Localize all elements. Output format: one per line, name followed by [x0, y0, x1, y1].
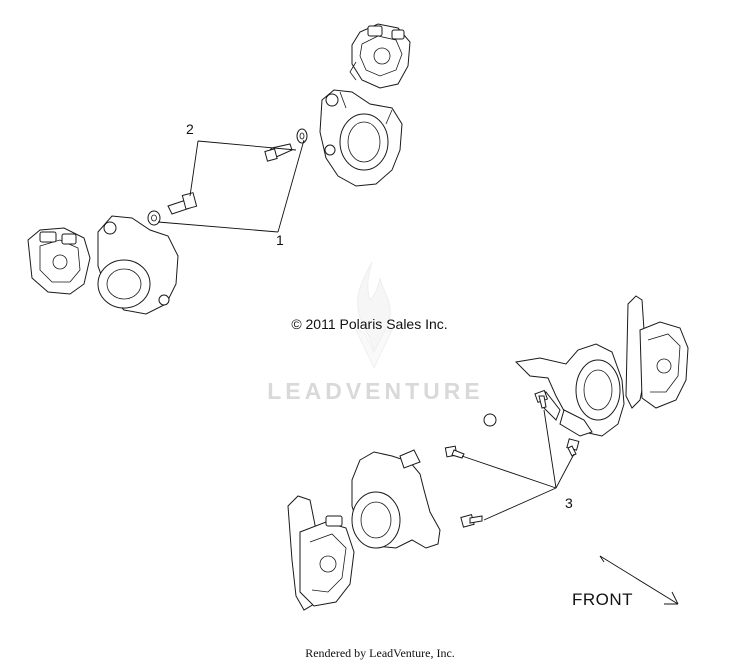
lower-bolt [167, 192, 198, 215]
left-front-knuckle [351, 449, 441, 549]
callout-2-leader [189, 140, 297, 197]
lower-washer [147, 210, 161, 226]
upper-bolt [264, 143, 293, 162]
left-front-caliper [287, 495, 355, 611]
right-front-caliper [625, 295, 689, 409]
bolt-3b [444, 445, 465, 459]
rendered-by-footer: Rendered by LeadVenture, Inc. [305, 646, 455, 660]
upper-washer [296, 128, 308, 144]
callout-3-leader [461, 409, 575, 521]
callout-1: 1 [276, 232, 284, 248]
bolt-3d [460, 514, 483, 528]
left-rear-knuckle [97, 215, 179, 315]
leadventure-flame-icon [355, 261, 393, 370]
bolt-3c [566, 438, 580, 457]
copyright-notice: © 2011 Polaris Sales Inc. [291, 316, 448, 332]
callout-3: 3 [565, 495, 573, 511]
upper-rear-caliper [349, 23, 411, 89]
bolt-3a [534, 389, 549, 409]
front-direction-label: FRONT [572, 590, 634, 609]
callout-1-leader [157, 139, 305, 233]
upper-rear-knuckle [319, 89, 403, 187]
front-arrow-icon [599, 555, 679, 605]
left-rear-caliper [27, 227, 91, 295]
right-front-knuckle [483, 343, 625, 437]
watermark-text: LEADVENTURE [267, 378, 484, 404]
callout-2: 2 [186, 121, 194, 137]
